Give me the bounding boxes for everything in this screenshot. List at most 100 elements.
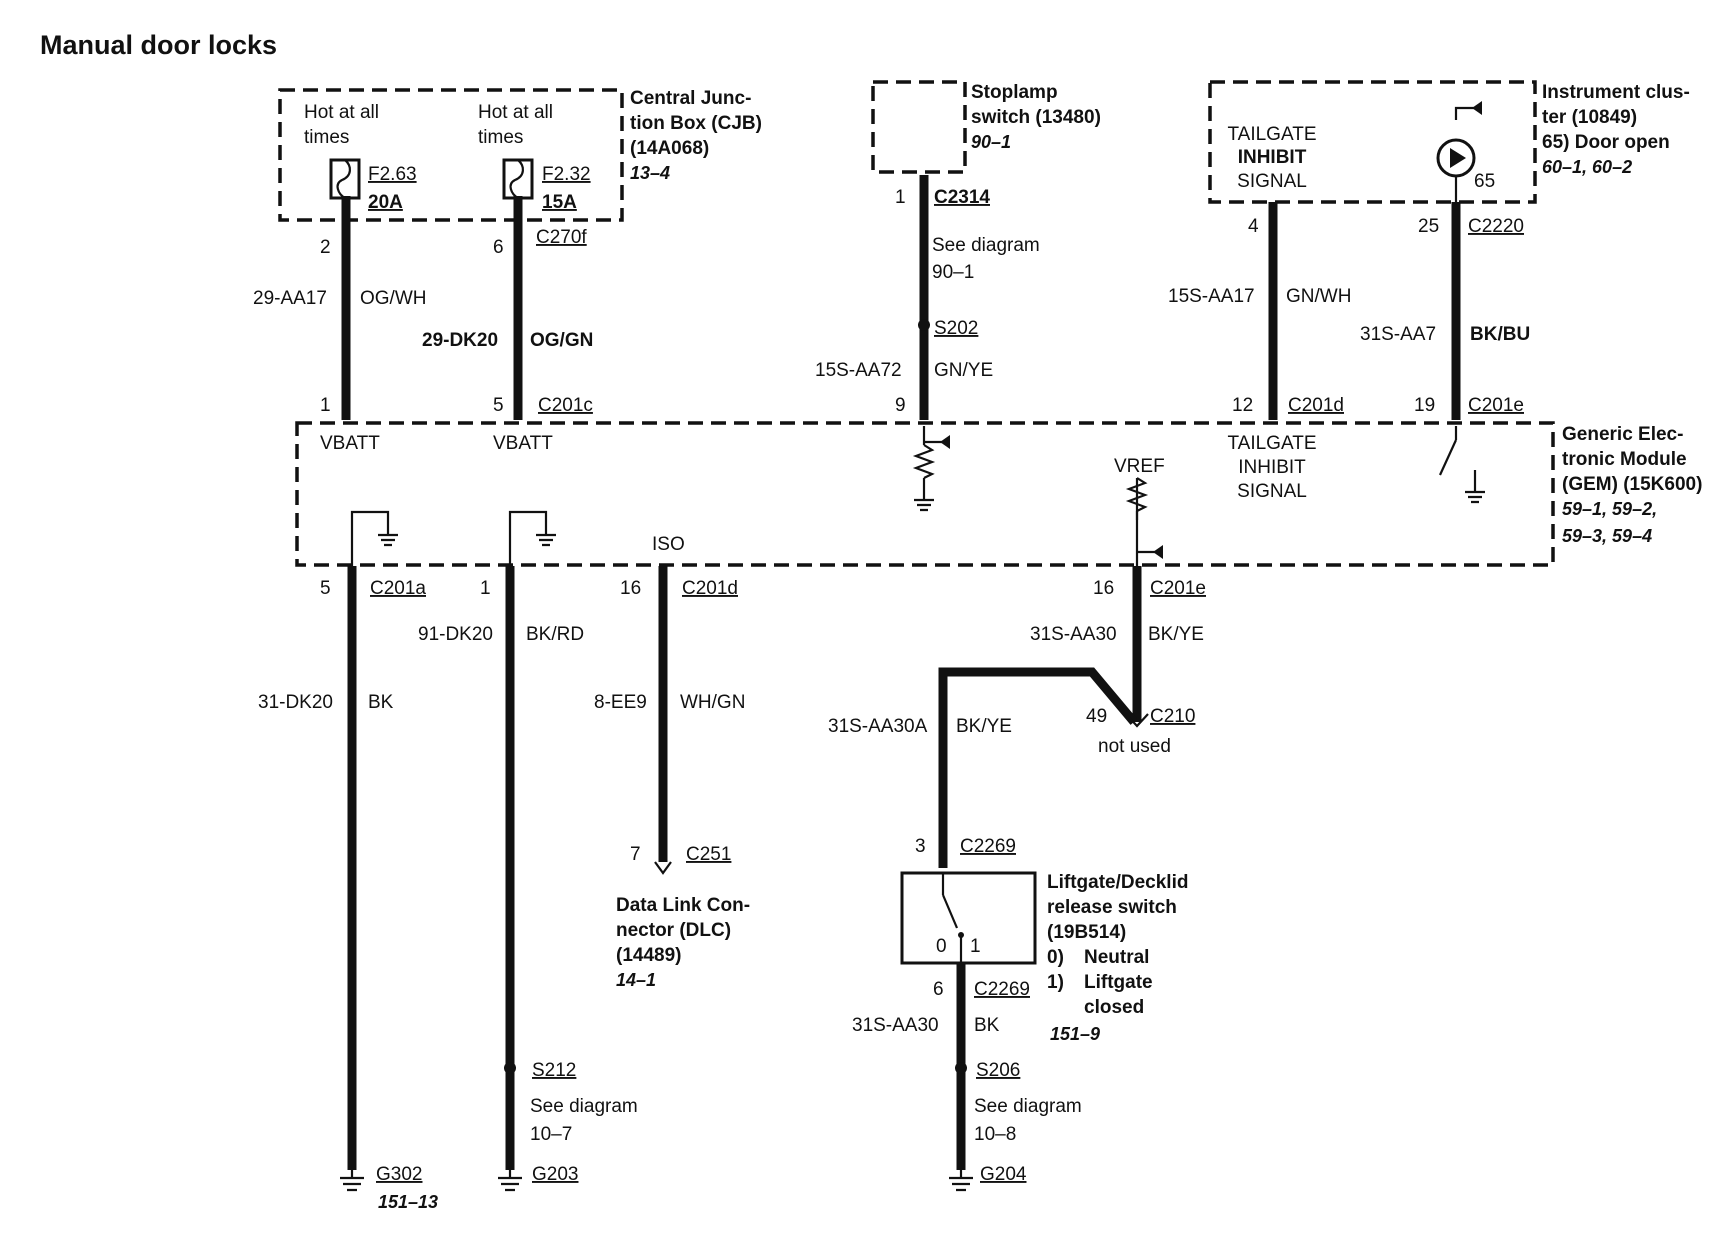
- s212-splice: S212: [532, 1060, 576, 1081]
- cluster-lamp-pin: 65: [1474, 171, 1495, 192]
- gem-name-line2: tronic Module: [1562, 449, 1687, 470]
- door-open-lamp-icon: [1436, 101, 1482, 202]
- stoplamp-ref: 90–1: [971, 132, 1011, 152]
- ground-g203-icon: [498, 1170, 522, 1192]
- dlc-name-line1: Data Link Con-: [616, 895, 750, 916]
- g302-ground: G302: [376, 1164, 422, 1185]
- s212-splice-dot: [504, 1062, 516, 1074]
- wire3-circuit: 15S-AA72: [815, 360, 902, 381]
- dlc-name-line3: (14489): [616, 945, 682, 966]
- c201e-connector-top: C201e: [1468, 395, 1524, 416]
- dlc-ref: 14–1: [616, 970, 656, 990]
- bwire3-color: WH/GN: [680, 692, 745, 713]
- wire5-circuit: 31S-AA7: [1360, 324, 1436, 345]
- bwire3-pin: 16: [620, 578, 641, 599]
- fuse1-hot-line2: times: [304, 127, 349, 148]
- gem-ground-loop-1-icon: [350, 510, 398, 566]
- fuse2-hot-line2: times: [478, 127, 523, 148]
- c210-pin: 49: [1086, 706, 1107, 727]
- switch-contact-1: 1: [970, 936, 981, 957]
- c210-connector-mark: [1125, 713, 1149, 728]
- stoplamp-see-line1: See diagram: [932, 235, 1040, 256]
- instrument-cluster-box: [1208, 80, 1537, 204]
- s206-see-line2: 10–8: [974, 1124, 1016, 1145]
- cjb-box: [278, 88, 624, 222]
- liftgate-switch-box: [900, 871, 1037, 965]
- cluster-name-line1: Instrument clus-: [1542, 82, 1690, 103]
- s206-splice-dot: [955, 1062, 967, 1074]
- bwire4-pin: 16: [1093, 578, 1114, 599]
- stoplamp-name-line1: Stoplamp: [971, 82, 1058, 103]
- wire1-circuit: 29-AA17: [253, 288, 327, 309]
- wire4-pin-top: 4: [1248, 216, 1259, 237]
- bwire3-circuit: 8-EE9: [594, 692, 647, 713]
- wire5-pin-top: 25: [1418, 216, 1439, 237]
- c201d-connector-top: C201d: [1288, 395, 1344, 416]
- wire4-color: GN/WH: [1286, 286, 1351, 307]
- liftgate-name-line1: Liftgate/Decklid: [1047, 872, 1188, 893]
- diagram-title: Manual door locks: [40, 30, 277, 60]
- bwire2-pin: 1: [480, 578, 491, 599]
- c2269-bottom-pin: 6: [933, 979, 944, 1000]
- c201d-connector-bottom: C201d: [682, 578, 738, 599]
- cluster-inner-line2: INHIBIT: [1238, 147, 1307, 168]
- wire2-circuit: 29-DK20: [422, 330, 498, 351]
- cluster-name-line3: 65) Door open: [1542, 132, 1670, 153]
- bwire4-circuit: 31S-AA30: [1030, 624, 1117, 645]
- gem-box: [295, 421, 1555, 567]
- s212-see-line2: 10–7: [530, 1124, 572, 1145]
- c251-connector-mark: [654, 861, 672, 875]
- wire3-pin-bottom: 9: [895, 395, 906, 416]
- wire4-pin-bottom: 12: [1232, 395, 1253, 416]
- wire3-pin-top: 1: [895, 187, 906, 208]
- wire1-pin-bottom: 1: [320, 395, 331, 416]
- wires: [341, 175, 1461, 1170]
- wire2-pin-top: 6: [493, 237, 504, 258]
- gem-ground-loop-2-icon: [508, 510, 556, 566]
- bwire2-color: BK/RD: [526, 624, 584, 645]
- bwire1-pin: 5: [320, 578, 331, 599]
- wire2-color: OG/GN: [530, 330, 593, 351]
- liftgate-ref: 151–9: [1050, 1024, 1100, 1044]
- fuse-f2-63-icon: [329, 158, 361, 200]
- gem-tailgate-line2: INHIBIT: [1238, 457, 1306, 478]
- cluster-inner-line1: TAILGATE: [1227, 124, 1316, 145]
- fuse2-rating: 15A: [542, 192, 577, 213]
- cjb-name-line1: Central Junc-: [630, 88, 751, 109]
- cluster-name-line2: ter (10849): [1542, 107, 1637, 128]
- bwire1-circuit: 31-DK20: [258, 692, 333, 713]
- fuse1-rating: 20A: [368, 192, 403, 213]
- wire5-color: BK/BU: [1470, 324, 1530, 345]
- wire2-pin-bottom: 5: [493, 395, 504, 416]
- wire5-pin-bottom: 19: [1414, 395, 1435, 416]
- gem-ref-line1: 59–1, 59–2,: [1562, 499, 1657, 519]
- gem-name-line3: (GEM) (15K600): [1562, 474, 1702, 495]
- dlc-name-line2: nector (DLC): [616, 920, 731, 941]
- fuse1-hot-line1: Hot at all: [304, 102, 379, 123]
- c210-connector: C210: [1150, 706, 1195, 727]
- liftgate-pos1-line1: Liftgate: [1084, 972, 1153, 993]
- fuse2-id: F2.32: [542, 164, 591, 185]
- stoplamp-switch-box: [871, 80, 967, 174]
- stoplamp-see-line2: 90–1: [932, 262, 974, 283]
- c2269-top-connector: C2269: [960, 836, 1016, 857]
- wire4-circuit: 15S-AA17: [1168, 286, 1255, 307]
- s202-splice: S202: [934, 318, 978, 339]
- ground-g302-icon: [340, 1170, 364, 1192]
- liftgate-wire-color: BK/YE: [956, 716, 1012, 737]
- cjb-connector: C270f: [536, 227, 587, 248]
- cjb-name-line3: (14A068): [630, 138, 709, 159]
- liftgate-wire-circuit: 31S-AA30A: [828, 716, 928, 737]
- c2314-connector: C2314: [934, 187, 990, 208]
- g203-ground: G203: [532, 1164, 578, 1185]
- bwire1-color: BK: [368, 692, 394, 713]
- gem-tailgate-line1: TAILGATE: [1227, 433, 1316, 454]
- gem-stoplamp-pullup-icon: [912, 426, 950, 512]
- liftgate-ground-color: BK: [974, 1015, 1000, 1036]
- fuse1-id: F2.63: [368, 164, 417, 185]
- wire1-color: OG/WH: [360, 288, 427, 309]
- stoplamp-name-line2: switch (13480): [971, 107, 1101, 128]
- bwire2-circuit: 91-DK20: [418, 624, 493, 645]
- gem-iso: ISO: [652, 534, 685, 555]
